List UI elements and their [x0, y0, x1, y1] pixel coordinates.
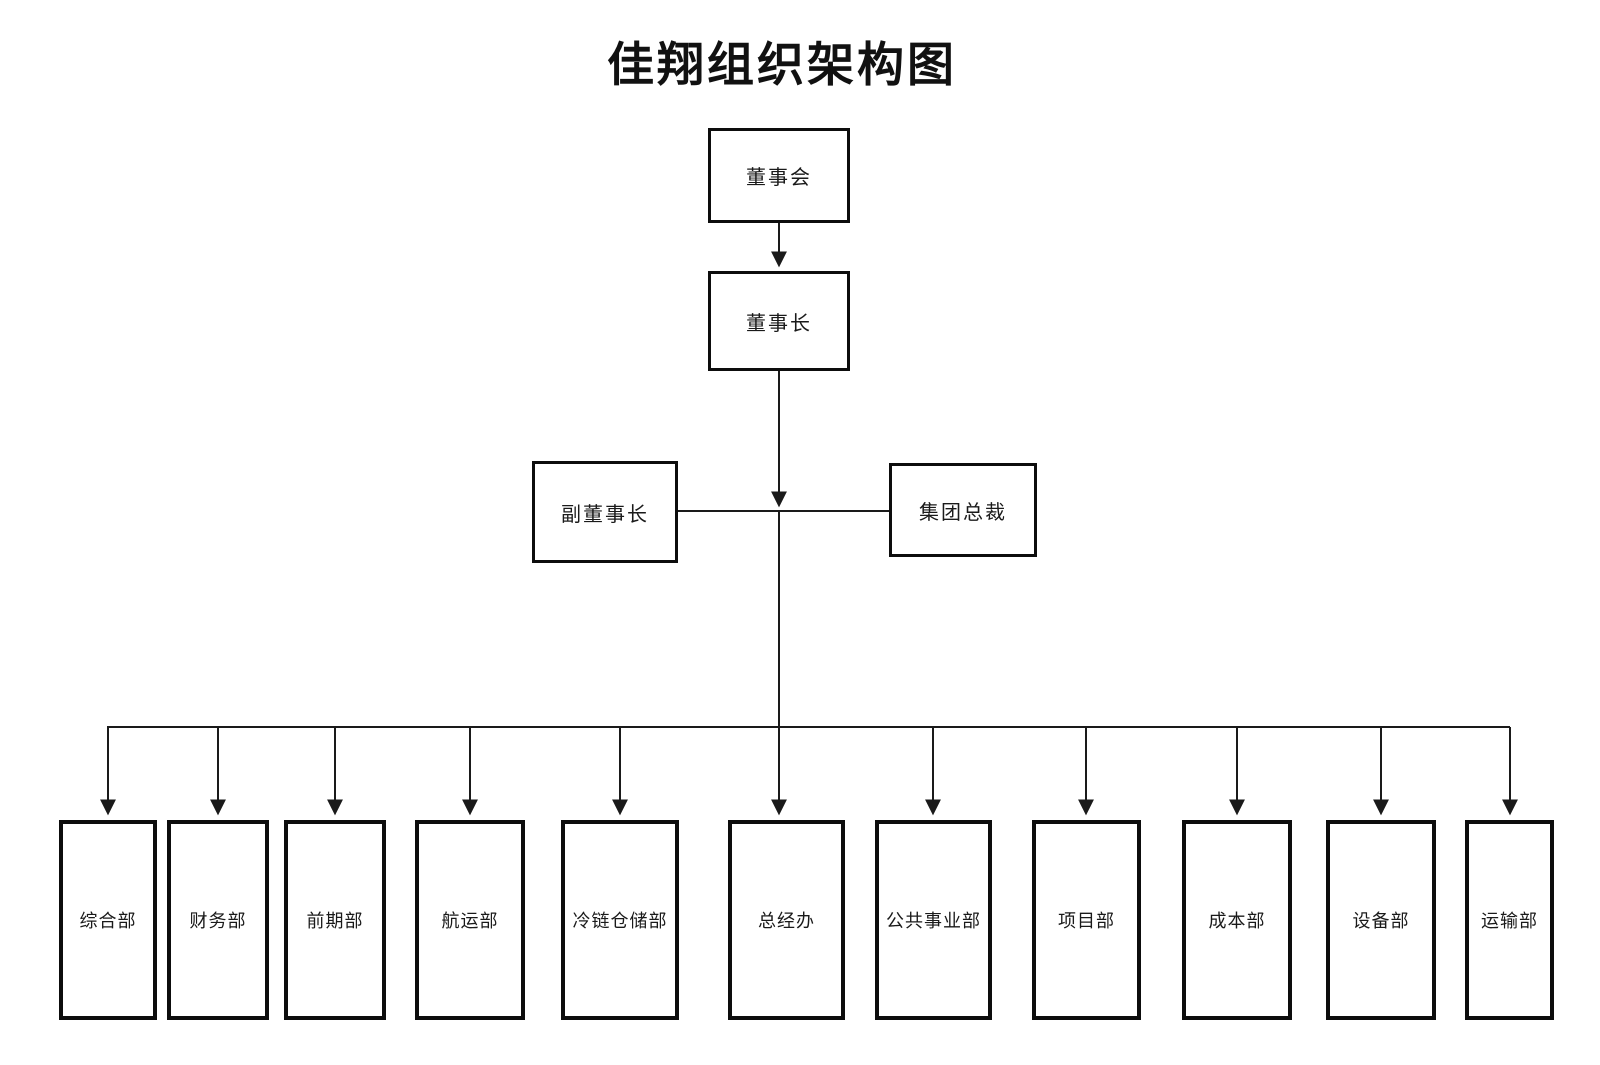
node-group-president: 集团总裁 [889, 463, 1037, 557]
node-dept-shipping: 航运部 [415, 820, 525, 1020]
node-dept-preliminary: 前期部 [284, 820, 386, 1020]
node-label: 设备部 [1352, 911, 1410, 931]
node-board-of-directors: 董事会 [708, 128, 850, 223]
node-label: 公共事业部 [886, 911, 981, 931]
node-dept-project: 项目部 [1032, 820, 1141, 1020]
node-dept-cost: 成本部 [1182, 820, 1292, 1020]
node-label: 董事长 [746, 312, 812, 335]
node-label: 运输部 [1481, 911, 1538, 931]
node-dept-public-utilities: 公共事业部 [875, 820, 992, 1020]
node-vice-chairman: 副董事长 [532, 461, 678, 563]
node-label: 前期部 [306, 911, 364, 931]
node-label: 集团总裁 [919, 501, 1007, 524]
node-dept-equipment: 设备部 [1326, 820, 1436, 1020]
node-label: 项目部 [1058, 911, 1115, 931]
node-dept-cold-chain-warehousing: 冷链仓储部 [561, 820, 679, 1020]
node-label: 综合部 [79, 911, 137, 931]
chart-title: 佳翔组织架构图 [607, 40, 957, 92]
node-dept-finance: 财务部 [167, 820, 269, 1020]
node-dept-gm-office: 总经办 [728, 820, 845, 1020]
node-label: 冷链仓储部 [572, 911, 668, 931]
node-label: 成本部 [1208, 911, 1266, 931]
node-label: 副董事长 [561, 503, 649, 526]
node-label: 财务部 [189, 911, 247, 931]
node-chairman: 董事长 [708, 271, 850, 371]
node-label: 总经办 [758, 911, 815, 931]
node-dept-general-affairs: 综合部 [59, 820, 157, 1020]
node-label: 董事会 [746, 167, 812, 189]
node-dept-transport: 运输部 [1465, 820, 1554, 1020]
node-label: 航运部 [441, 911, 499, 931]
